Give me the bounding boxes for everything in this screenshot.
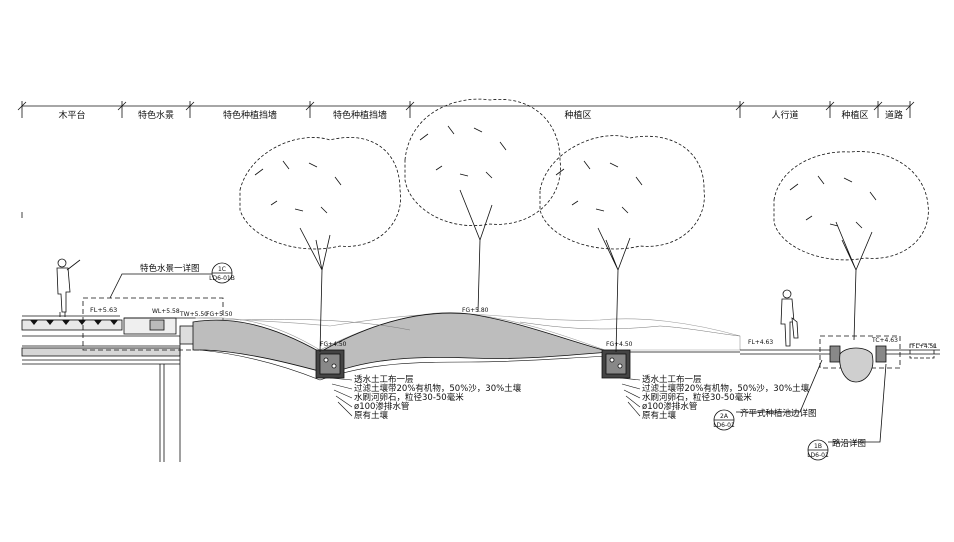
level-tc: TC+4.63 bbox=[871, 337, 898, 344]
deck-planks bbox=[30, 320, 118, 325]
planter-right bbox=[819, 335, 940, 383]
level-wl: WL+5.58 bbox=[152, 308, 180, 315]
level-fg-right: FG+4.50 bbox=[606, 341, 633, 348]
tree-3 bbox=[539, 135, 705, 353]
note-left-drain-pipe: ø100渗排水管 bbox=[354, 401, 409, 412]
note-right-geotextile: 透水土工布一层 bbox=[642, 374, 702, 385]
deck-structure bbox=[21, 315, 181, 462]
flush-planter-callout bbox=[713, 359, 823, 431]
zone-label-sidewalk: 人行道 bbox=[771, 109, 798, 121]
note-right-drain-pipe: ø100渗排水管 bbox=[642, 401, 697, 412]
note-left-geotextile: 透水土工布一层 bbox=[354, 374, 414, 385]
water-feature-ref-bottom: LD6-01B bbox=[209, 275, 235, 282]
level-fg-left: FG+4.50 bbox=[320, 341, 347, 348]
tree-2 bbox=[404, 98, 561, 313]
zone-label-planting-area-2: 种植区 bbox=[841, 109, 868, 121]
level-fg-mound: FG+5.80 bbox=[462, 307, 489, 314]
flush-planter-detail-label: 齐平式种植池边详图 bbox=[740, 408, 817, 419]
planting-mound bbox=[192, 312, 741, 381]
zone-label-planter-wall-1: 特色种植挡墙 bbox=[223, 109, 277, 121]
note-left-filter-soil: 过滤土壤带20%有机物，50%沙，30%土壤 bbox=[354, 383, 522, 394]
level-tw: TW+5.50 bbox=[179, 311, 208, 318]
flush-ref-bottom: LD6-01 bbox=[713, 422, 735, 429]
water-feature-callout bbox=[109, 262, 233, 299]
drainage-pit-left bbox=[315, 349, 345, 379]
flush-ref-top: 2A bbox=[720, 413, 729, 420]
curb-callout bbox=[807, 363, 887, 461]
note-left-gravel: 水刷河卵石，粒径30-50毫米 bbox=[354, 392, 464, 403]
tree-1 bbox=[239, 137, 402, 353]
curb-ref-bottom: LD6-01 bbox=[807, 452, 829, 459]
level-fl-walk: FL+4.63 bbox=[748, 339, 773, 346]
water-feature-ref-top: 1C bbox=[218, 266, 226, 273]
zone-dimension-line bbox=[17, 101, 915, 218]
note-right-gravel: 水刷河卵石，粒径30-50毫米 bbox=[642, 392, 752, 403]
note-left-existing-soil: 原有土壤 bbox=[354, 410, 389, 421]
note-right-filter-soil: 过滤土壤带20%有机物，50%沙，30%土壤 bbox=[642, 383, 810, 394]
tree-4 bbox=[773, 151, 929, 341]
water-feature-detail-label: 特色水景一详图 bbox=[140, 263, 200, 274]
zone-label-planter-wall-2: 特色种植挡墙 bbox=[333, 109, 387, 121]
person-figure-right bbox=[780, 289, 799, 347]
note-right-existing-soil: 原有土壤 bbox=[642, 410, 677, 421]
level-fl-deck: FL+5.63 bbox=[90, 306, 117, 314]
note-leaders bbox=[329, 377, 641, 417]
zone-label-wood-deck: 木平台 bbox=[58, 109, 85, 121]
sidewalk bbox=[740, 349, 830, 355]
zone-label-planting-area: 种植区 bbox=[564, 109, 591, 121]
zone-label-water-feature: 特色水景 bbox=[138, 109, 174, 121]
level-fl-road: FL+4.51 bbox=[912, 343, 937, 350]
level-fg-wall: FG+5.50 bbox=[206, 311, 233, 318]
curb-detail-label: 路沿详图 bbox=[832, 438, 866, 449]
water-feature bbox=[82, 297, 224, 351]
drainage-pit-right bbox=[601, 349, 631, 379]
zone-label-road: 道路 bbox=[885, 109, 903, 121]
person-figure-left bbox=[56, 258, 81, 317]
curb-ref-top: 1B bbox=[814, 443, 822, 450]
